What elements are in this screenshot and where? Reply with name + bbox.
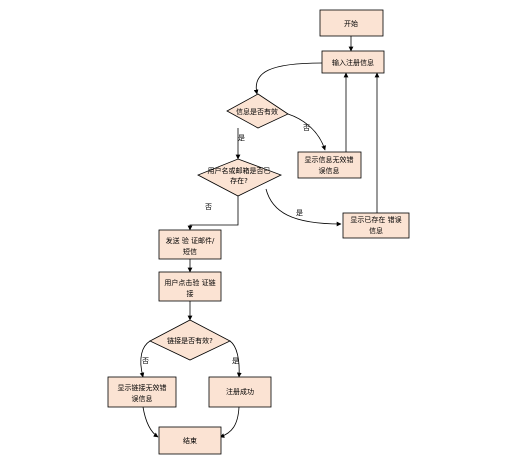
end-label: 结束 xyxy=(183,436,197,445)
register-success-label: 注册成功 xyxy=(226,387,254,396)
user-exists-line2: 存在? xyxy=(230,176,248,185)
node-register-success xyxy=(208,376,272,408)
invalid-info-error-line2: 误信息 xyxy=(319,166,340,175)
label-user-exists-yes: 是 xyxy=(296,209,303,217)
edge-input-to-info-valid xyxy=(253,62,323,95)
edge-link-valid-no xyxy=(139,340,151,378)
node-send-verification xyxy=(158,229,222,260)
edge-user-exists-yes xyxy=(265,188,342,227)
send-verification-line2: 短信 xyxy=(183,247,197,256)
invalid-link-error-line2: 误信息 xyxy=(132,394,153,403)
send-verification-line1: 发送 验 证邮件/ xyxy=(166,236,215,245)
user-clicks-link-line1: 用户点击验 证链 xyxy=(164,278,215,287)
exists-error-line1: 显示已存在 错误 xyxy=(350,215,401,224)
invalid-link-error-line1: 显示链接无效错 xyxy=(118,383,167,392)
label-link-valid-yes: 是 xyxy=(232,357,239,365)
link-valid-label: 链接是否有效? xyxy=(167,336,213,345)
nodes xyxy=(107,9,410,455)
node-link-valid xyxy=(149,319,231,361)
node-user-clicks-link xyxy=(158,271,222,302)
exists-error-line2: 信息 xyxy=(369,226,383,235)
user-clicks-link-line2: 接 xyxy=(187,289,194,298)
node-start xyxy=(319,9,384,37)
user-exists-line1: 用户名或邮箱是否已 xyxy=(208,166,271,175)
edge-labels: 是 否 是 否 否 是 xyxy=(142,124,310,365)
label-link-valid-no: 否 xyxy=(142,357,149,365)
input-info-label: 输入注册信息 xyxy=(332,58,374,67)
edge-info-valid-no xyxy=(287,113,326,151)
info-valid-label: 信息是否有效 xyxy=(236,107,278,116)
node-exists-error xyxy=(342,212,410,239)
edge-user-exists-no xyxy=(187,196,239,231)
start-label: 开始 xyxy=(344,19,358,28)
invalid-info-error-line1: 显示信息无效错 xyxy=(305,155,354,164)
label-info-valid-yes: 是 xyxy=(238,134,245,142)
node-info-valid xyxy=(226,93,289,129)
label-user-exists-no: 否 xyxy=(205,203,212,211)
edge-link-valid-yes xyxy=(229,340,242,378)
node-invalid-link-error xyxy=(107,376,177,408)
edge-success-to-end xyxy=(219,406,240,438)
edges xyxy=(139,36,380,438)
node-labels: 开始 输入注册信息 信息是否有效 显示信息无效错 误信息 用户名或邮箱是否已 存… xyxy=(118,19,402,445)
label-info-valid-no: 否 xyxy=(303,124,310,132)
node-end xyxy=(158,426,222,455)
node-user-exists xyxy=(197,158,283,197)
node-invalid-info-error xyxy=(297,151,362,179)
node-input-info xyxy=(321,50,385,74)
edge-invalid-link-to-end xyxy=(142,406,159,438)
